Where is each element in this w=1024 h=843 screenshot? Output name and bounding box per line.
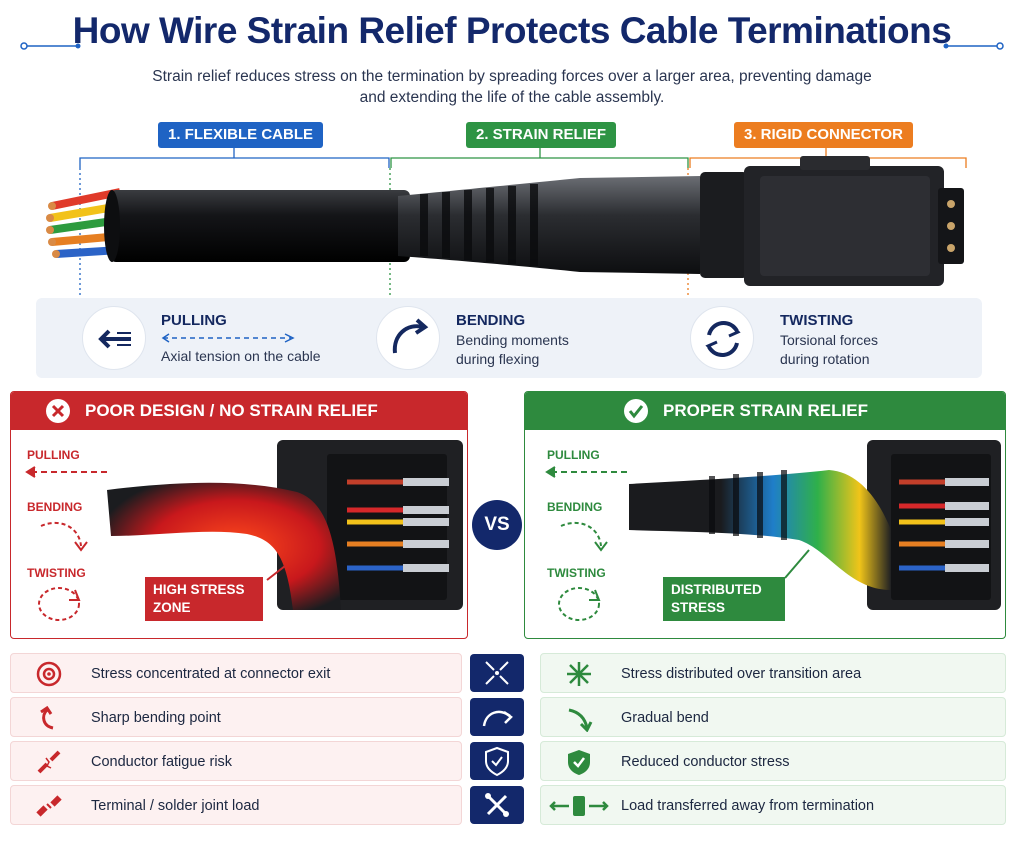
- comparison-row-bad: Stress concentrated at connector exit: [10, 653, 462, 693]
- strain-relief-boot: [398, 176, 700, 274]
- converging-arrows-icon: [470, 654, 524, 692]
- poor-connector-illustration: [107, 440, 463, 610]
- comparison-row-good: Load transferred away from termination: [540, 785, 1006, 825]
- good-point-text: Load transferred away from termination: [621, 798, 875, 814]
- poor-bending-arrow-icon: [40, 521, 88, 552]
- comparison-row-good: Stress distributed over transition area: [540, 653, 1006, 693]
- section-label-rigid-connector: 3. RIGID CONNECTOR: [734, 122, 913, 148]
- proper-design-heading: PROPER STRAIN RELIEF: [663, 401, 868, 420]
- poor-label-pulling: PULLING: [27, 448, 80, 462]
- cable-assembly-illustration: [46, 148, 967, 298]
- force-desc-pulling: Axial tension on the cable: [161, 348, 321, 364]
- comparison-row-bad: Conductor fatigue risk: [10, 741, 462, 781]
- poor-design-panel: POOR DESIGN / NO STRAIN RELIEF PULLING B…: [10, 391, 468, 639]
- broken-terminal-icon: [36, 795, 62, 817]
- force-types-strip: PULLING Axial tension on the cable BENDI…: [36, 298, 982, 378]
- force-title-twisting: TWISTING: [780, 312, 854, 329]
- section-label-flexible-cable: 1. FLEXIBLE CABLE: [158, 122, 324, 148]
- bad-point-text: Sharp bending point: [91, 710, 221, 726]
- pulling-dashed-arrow-icon: [161, 333, 295, 343]
- poor-label-bending: BENDING: [27, 500, 83, 514]
- load-transfer-icon: [549, 796, 609, 816]
- bad-point-text: Conductor fatigue risk: [91, 754, 233, 770]
- force-desc-twisting: Torsional forces during rotation: [780, 332, 879, 367]
- bad-point-text: Stress concentrated at connector exit: [91, 666, 331, 682]
- twisting-arrows-icon: [690, 306, 754, 370]
- comparison-row-good: Reduced conductor stress: [540, 741, 1006, 781]
- circuit-decoration-right-icon: [943, 42, 1004, 50]
- spreading-arrows-icon: [567, 662, 591, 686]
- shield-check-icon: [568, 750, 590, 775]
- poor-twisting-arrow-icon: [38, 587, 81, 621]
- bad-point-text: Terminal / solder joint load: [91, 798, 260, 814]
- broken-wire-icon: [37, 750, 61, 774]
- crossed-tools-icon: [470, 786, 524, 824]
- high-stress-zone-callout: HIGH STRESS ZONE: [145, 577, 263, 621]
- proper-bending-arrow-icon: [560, 521, 608, 552]
- poor-label-twisting: TWISTING: [27, 566, 86, 580]
- gradual-bend-arrow-icon: [568, 708, 593, 732]
- proper-label-bending: BENDING: [547, 500, 603, 514]
- x-circle-icon: [46, 399, 70, 423]
- connector-collar: [700, 172, 748, 278]
- circuit-decoration-left-icon: [20, 42, 81, 50]
- proper-design-panel: PROPER STRAIN RELIEF PULLING BENDING TWI…: [524, 391, 1006, 639]
- good-point-text: Reduced conductor stress: [621, 754, 790, 770]
- sharp-bend-arrow-icon: [40, 705, 54, 730]
- comparison-row-good: Gradual bend: [540, 697, 1006, 737]
- poor-pulling-arrow-icon: [25, 466, 109, 478]
- good-point-text: Stress distributed over transition area: [621, 666, 862, 682]
- section-label-strain-relief: 2. STRAIN RELIEF: [466, 122, 617, 148]
- cable-jacket: [110, 190, 410, 262]
- force-title-pulling: PULLING: [161, 312, 227, 329]
- page-subtitle: Strain relief reduces stress on the term…: [152, 68, 872, 106]
- proper-label-pulling: PULLING: [547, 448, 600, 462]
- force-title-bending: BENDING: [456, 312, 526, 329]
- good-point-text: Gradual bend: [621, 710, 709, 726]
- comparison-row-bad: Terminal / solder joint load: [10, 785, 462, 825]
- bending-arrow-icon: [376, 306, 440, 370]
- distributed-stress-callout: DISTRIBUTED STRESS: [663, 577, 785, 621]
- check-circle-icon: [624, 399, 648, 423]
- proper-label-twisting: TWISTING: [547, 566, 606, 580]
- target-icon: [36, 661, 62, 687]
- shield-check-icon: [470, 742, 524, 780]
- comparison-row-bad: Sharp bending point: [10, 697, 462, 737]
- vs-badge: VS: [472, 500, 522, 550]
- proper-pulling-arrow-icon: [545, 466, 629, 478]
- force-desc-bending: Bending moments during flexing: [456, 332, 569, 367]
- proper-connector-illustration: [629, 440, 1001, 610]
- proper-twisting-arrow-icon: [558, 587, 601, 621]
- pulling-arrow-icon: [82, 306, 146, 370]
- poor-design-heading: POOR DESIGN / NO STRAIN RELIEF: [85, 401, 378, 420]
- curve-arrow-icon: [470, 698, 524, 736]
- page-title: How Wire Strain Relief Protects Cable Te…: [72, 10, 952, 51]
